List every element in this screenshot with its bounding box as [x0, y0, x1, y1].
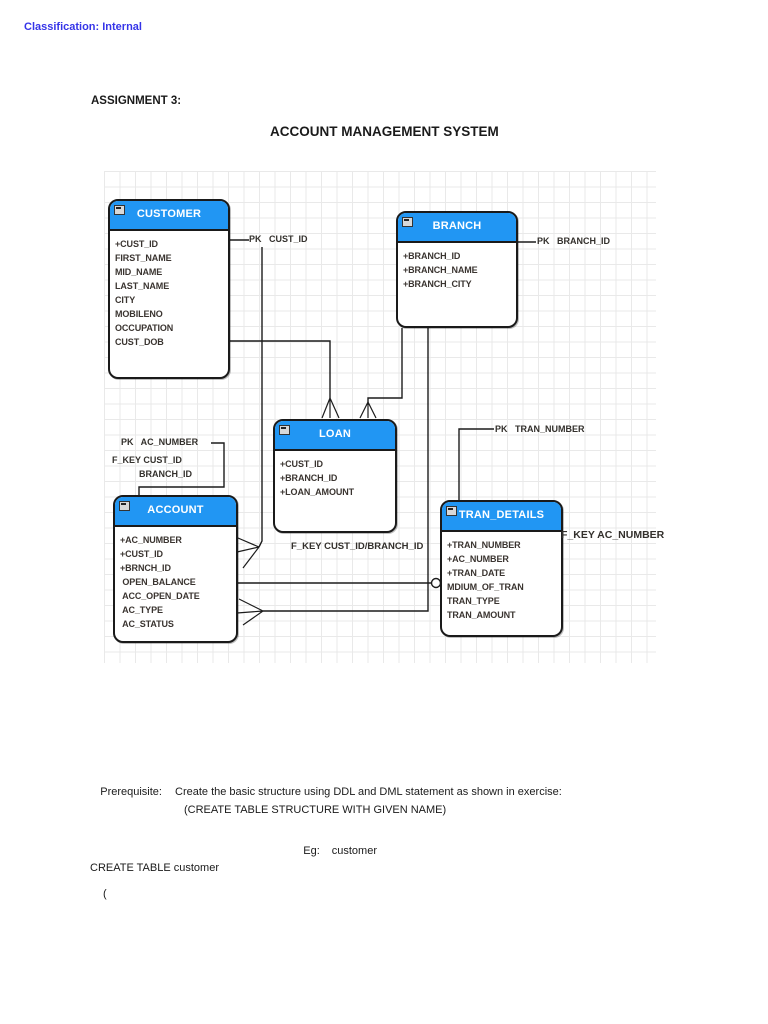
entity-field: +AC_NUMBER [447, 554, 509, 564]
entity-loan-fields: +CUST_ID +BRANCH_ID +LOAN_AMOUNT [275, 451, 395, 499]
connector-branch-account [236, 328, 429, 626]
entity-tran-details-title: TRAN_DETAILS [458, 509, 545, 521]
window-icon [279, 425, 290, 435]
window-icon [446, 506, 457, 516]
page-title: ACCOUNT MANAGEMENT SYSTEM [270, 124, 499, 139]
entity-field: +BRANCH_NAME [403, 265, 478, 275]
entity-field: +BRNCH_ID [120, 563, 171, 573]
entity-field: MOBILENO [115, 309, 163, 319]
entity-field: +BRANCH_ID [280, 473, 338, 483]
entity-tran-details-fields: +TRAN_NUMBER +AC_NUMBER +TRAN_DATE MDIUM_OF… [442, 532, 561, 622]
label-account-fkey-2: BRANCH_ID [139, 469, 193, 479]
label-account-pk: PK AC_NUMBER [121, 437, 199, 447]
entity-field: TRAN_AMOUNT [447, 610, 516, 620]
entity-field: ACC_OPEN_DATE [120, 591, 200, 601]
label-tran-fkey: F_KEY AC_NUMBER [561, 529, 665, 541]
entity-field: +BRANCH_ID [403, 251, 461, 261]
entity-field: +TRAN_NUMBER [447, 540, 521, 550]
entity-customer: CUSTOMER +CUST_ID FIRST_NAME MID_NAME LAST_… [108, 199, 230, 379]
window-icon [402, 217, 413, 227]
entity-account-fields: +AC_NUMBER +CUST_ID +BRNCH_ID OPEN_BALANCE… [115, 527, 236, 631]
entity-field: +CUST_ID [115, 239, 158, 249]
eg-line: Eg: customer [291, 833, 377, 869]
entity-field: MID_NAME [115, 267, 163, 277]
prerequisite-line: Prerequisite: Create the basic structure … [88, 774, 562, 810]
eg-label: Eg: [303, 845, 320, 857]
entity-field: FIRST_NAME [115, 253, 172, 263]
entity-account-header: ACCOUNT [115, 497, 236, 527]
window-icon [114, 205, 125, 215]
entity-field: AC_TYPE [120, 605, 163, 615]
create-table-line: CREATE TABLE customer [90, 862, 219, 874]
entity-field: MDIUM_OF_TRAN [447, 582, 524, 592]
entity-field: +TRAN_DATE [447, 568, 506, 578]
connector-account-tran [238, 577, 442, 589]
label-branch-pk: PK BRANCH_ID [537, 236, 611, 246]
assignment-heading: ASSIGNMENT 3: [91, 95, 182, 107]
connector-customer-loan [230, 340, 340, 419]
classification-label: Classification: Internal [24, 21, 142, 33]
entity-loan-title: LOAN [319, 428, 351, 440]
connector-branch-loan [359, 328, 403, 419]
entity-field: +LOAN_AMOUNT [280, 487, 355, 497]
open-paren: ( [103, 888, 107, 900]
entity-branch-fields: +BRANCH_ID +BRANCH_NAME +BRANCH_CITY [398, 243, 516, 291]
entity-customer-header: CUSTOMER [110, 201, 228, 231]
prerequisite-text: Create the basic structure using DDL and… [175, 786, 562, 798]
connector-customer-account [236, 247, 263, 569]
entity-field: LAST_NAME [115, 281, 170, 291]
label-tran-pk: PK TRAN_NUMBER [495, 424, 585, 434]
entity-tran-details-header: TRAN_DETAILS [442, 502, 561, 532]
create-note-line: (CREATE TABLE STRUCTURE WITH GIVEN NAME) [184, 804, 447, 816]
entity-account: ACCOUNT +AC_NUMBER +CUST_ID +BRNCH_ID OPEN… [113, 495, 238, 643]
entity-branch-header: BRANCH [398, 213, 516, 243]
window-icon [119, 501, 130, 511]
label-account-fkey-1: F_KEY CUST_ID [112, 455, 182, 465]
entity-field: CUST_DOB [115, 337, 164, 347]
entity-field: +BRANCH_CITY [403, 279, 472, 289]
entity-field: +AC_NUMBER [120, 535, 182, 545]
entity-loan-header: LOAN [275, 421, 395, 451]
entity-branch-title: BRANCH [432, 220, 482, 232]
entity-account-title: ACCOUNT [147, 504, 204, 516]
entity-tran-details: TRAN_DETAILS +TRAN_NUMBER+AC_NUMBER+TRAN… [440, 500, 563, 637]
entity-field: CITY [115, 295, 136, 305]
prerequisite-label: Prerequisite: [100, 786, 162, 798]
entity-loan: LOAN +CUST_ID +BRANCH_ID +LOAN_AMOUNT [273, 419, 397, 533]
entity-field: AC_STATUS [120, 619, 174, 629]
entity-customer-title: CUSTOMER [136, 208, 202, 220]
label-customer-pk: PK CUST_ID [249, 234, 308, 244]
entity-field: OPEN_BALANCE [120, 577, 196, 587]
entity-field: +CUST_ID [280, 459, 323, 469]
eg-value: customer [331, 845, 377, 857]
entity-customer-fields: +CUST_ID FIRST_NAME MID_NAME LAST_NAME CITY M… [110, 231, 228, 349]
entity-field: +CUST_ID [120, 549, 163, 559]
entity-field: TRAN_TYPE [447, 596, 500, 606]
label-loan-fkey: F_KEY CUST_ID/BRANCH_ID [291, 541, 424, 552]
entity-branch: BRANCH +BRANCH_ID +BRANCH_NAME +BRANCH_CIT… [396, 211, 518, 328]
entity-field: OCCUPATION [115, 323, 174, 333]
